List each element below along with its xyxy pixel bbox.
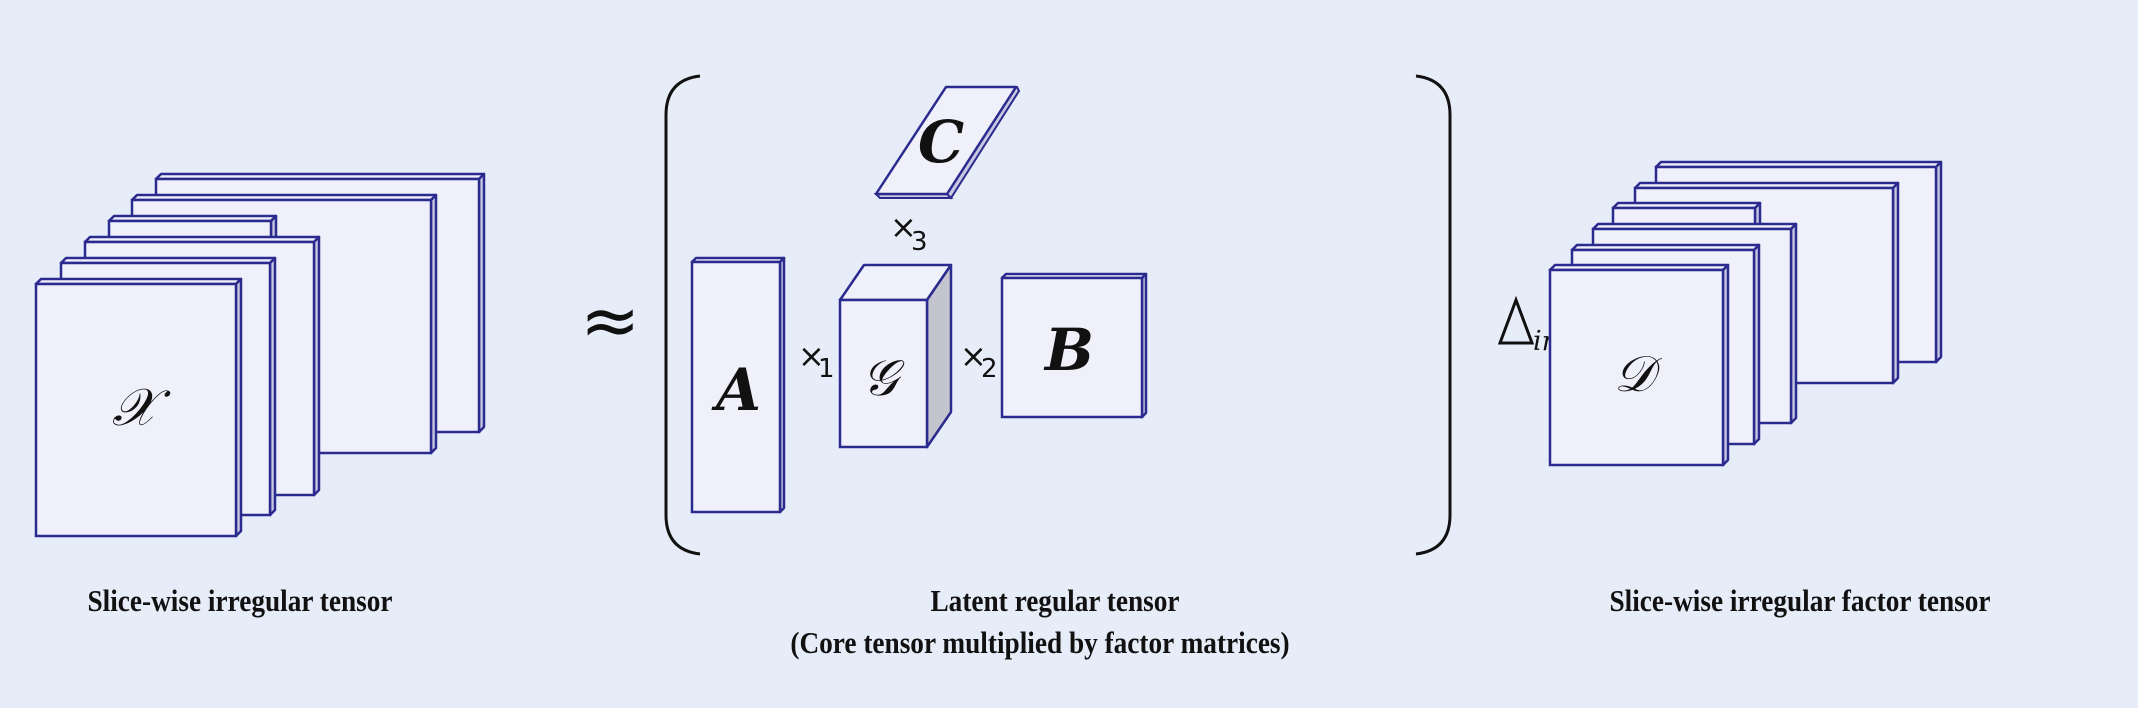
factor-matrix-a	[690, 256, 786, 514]
left-slice-1-face	[34, 282, 238, 538]
slice-wise-operator: ir	[1497, 295, 1557, 357]
factor-a-label: A	[711, 356, 761, 424]
factor-matrix-c-face	[874, 85, 1018, 196]
mode-2-subscript: 2	[981, 354, 998, 384]
mode-1-times: ×	[798, 337, 825, 375]
mode-2-product: × 2	[960, 337, 998, 384]
mode-3-subscript: 3	[911, 227, 928, 257]
triangle-operator-icon	[1497, 295, 1535, 345]
left-irregular-tensor-stack	[34, 172, 486, 538]
factor-matrix-c	[873, 85, 1021, 200]
right-caption: Slice-wise irregular factor tensor	[1609, 583, 1991, 618]
right-bracket	[1415, 74, 1452, 556]
factor-matrix-b	[1000, 272, 1148, 419]
factor-matrix-b-face	[1000, 276, 1144, 419]
middle-caption-line-1: Latent regular tensor	[930, 583, 1180, 618]
factor-matrix-a-face	[690, 260, 782, 514]
mode-3-times: ×	[890, 208, 917, 246]
right-slice-1	[1548, 263, 1730, 467]
mode-2-times: ×	[960, 337, 987, 375]
approx-symbol: ≈	[580, 278, 640, 362]
core-tensor-g	[838, 263, 953, 449]
left-caption: Slice-wise irregular tensor	[87, 583, 393, 618]
left-bracket	[664, 74, 701, 556]
core-tensor-front	[838, 298, 929, 449]
latent-regular-tensor	[690, 85, 1148, 514]
factor-b-label: B	[1043, 316, 1094, 384]
mode-3-product: × 3	[890, 208, 928, 257]
mode-1-subscript: 1	[818, 354, 835, 384]
middle-caption-line-2: (Core tensor multiplied by factor matric…	[790, 625, 1290, 660]
left-slice-1	[34, 277, 243, 538]
right-irregular-factor-tensor-stack	[1548, 160, 1943, 467]
mode-1-product: × 1	[798, 337, 835, 384]
right-slice-1-face	[1548, 268, 1725, 467]
factor-c-label: C	[918, 108, 964, 176]
